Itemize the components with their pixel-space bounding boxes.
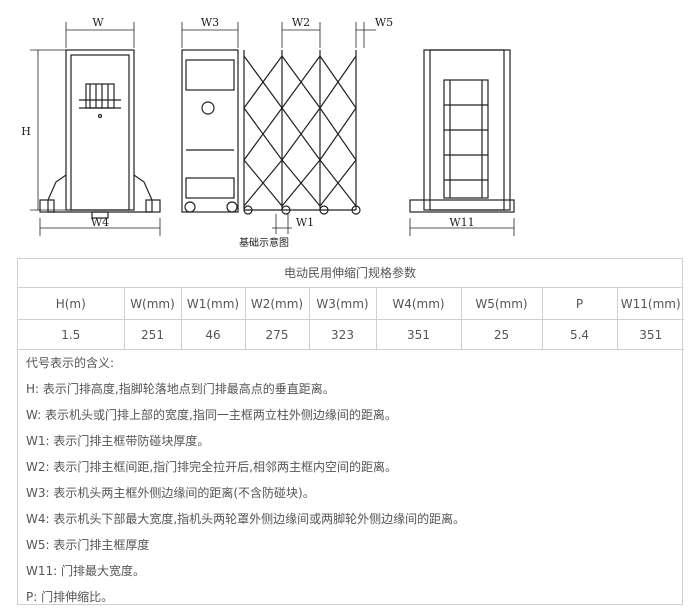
note-item: W4: 表示机头下部最大宽度,指机头两轮罩外侧边缘间或两脚轮外侧边缘间的距离。	[26, 512, 466, 526]
notes-heading: 代号表示的含义:	[26, 356, 115, 370]
params-table: H(m) W(mm) W1(mm) W2(mm) W3(mm) W4(mm) W…	[18, 288, 684, 350]
header-cell: W2(mm)	[245, 288, 310, 320]
label-w: W	[92, 16, 104, 29]
label-w11: W11	[449, 216, 474, 229]
dimension-drawing: W H W4 W3 W2 W5 W1 W11 基础示意图	[21, 16, 515, 249]
label-h: H	[21, 125, 31, 138]
note-item: W1: 表示门排主框带防碰块厚度。	[26, 434, 210, 448]
label-w4: W4	[91, 216, 109, 229]
label-w3: W3	[201, 16, 219, 29]
note-item: W5: 表示门排主框厚度	[26, 538, 150, 552]
value-cell: 5.4	[542, 319, 618, 350]
note-item: W: 表示机头或门排上部的宽度,指同一主框两立柱外侧边缘间的距离。	[26, 408, 397, 422]
note-item: H: 表示门排高度,指脚轮落地点到门排最高点的垂直距离。	[26, 382, 335, 396]
spec-table-container: 电动民用伸缩门规格参数 H(m) W(mm) W1(mm) W2(mm) W3(…	[17, 258, 684, 605]
front-view	[30, 22, 161, 236]
value-cell: 251	[124, 319, 182, 350]
value-cell: 323	[309, 319, 377, 350]
value-cell: 1.5	[18, 319, 125, 350]
value-cell: 25	[461, 319, 543, 350]
note-item: W11: 门排最大宽度。	[26, 564, 145, 578]
value-cell: 275	[245, 319, 310, 350]
value-cell: 351	[376, 319, 462, 350]
note-item: P: 门排伸缩比。	[26, 590, 114, 604]
label-w1: W1	[296, 216, 314, 229]
diagram-caption: 基础示意图	[239, 236, 289, 249]
header-cell: W3(mm)	[309, 288, 377, 320]
value-cell: 46	[181, 319, 246, 350]
label-w5: W5	[375, 16, 393, 29]
label-w2: W2	[292, 16, 310, 29]
header-cell: W1(mm)	[181, 288, 246, 320]
note-item: W3: 表示机头两主框外侧边缘间的距离(不含防碰块)。	[26, 486, 315, 500]
end-view	[409, 49, 515, 236]
notes-section: 代号表示的含义: H: 表示门排高度,指脚轮落地点到门排最高点的垂直距离。 W:…	[18, 350, 682, 610]
header-cell: P	[542, 288, 618, 320]
header-cell: H(m)	[18, 288, 125, 320]
params-value-row: 1.5 251 46 275 323 351 25 5.4 351	[18, 319, 684, 350]
note-item: W2: 表示门排主框间距,指门排完全拉开后,相邻两主框内空间的距离。	[26, 460, 397, 474]
header-cell: W(mm)	[124, 288, 182, 320]
value-cell: 351	[617, 319, 684, 350]
header-cell: W4(mm)	[376, 288, 462, 320]
side-view	[181, 22, 376, 234]
header-cell: W5(mm)	[461, 288, 543, 320]
spec-title: 电动民用伸缩门规格参数	[18, 259, 682, 288]
header-cell: W11(mm)	[617, 288, 684, 320]
params-header-row: H(m) W(mm) W1(mm) W2(mm) W3(mm) W4(mm) W…	[18, 288, 684, 320]
